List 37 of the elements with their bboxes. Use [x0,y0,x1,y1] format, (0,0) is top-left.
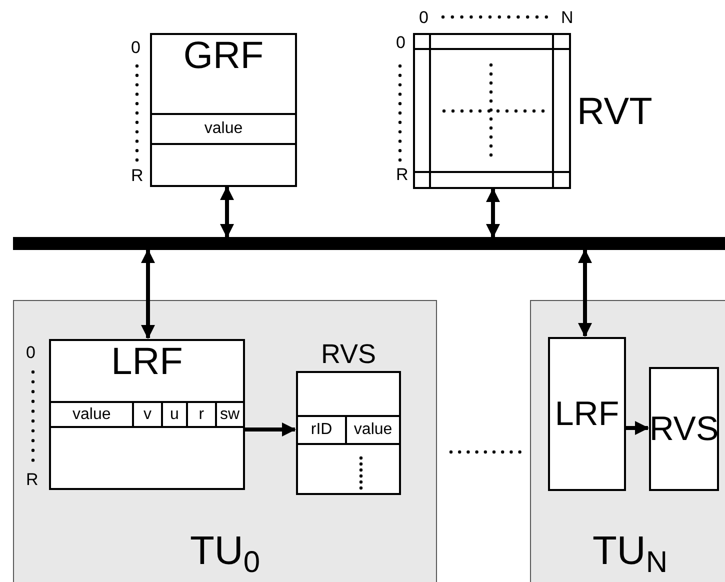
box-title: RVS [649,412,719,446]
arrow [141,249,155,339]
index-label: R [131,166,144,186]
unit-title: TU$_{0}$ [188,528,261,575]
index-label: 0 [396,33,406,53]
arrow [220,186,234,238]
field-label: r [198,406,204,422]
box-title: LRF [554,397,620,431]
box-title: RVT [577,91,652,133]
register-file-box [49,339,245,490]
box-title: RVS [320,339,378,369]
field-label: value [72,406,111,422]
register-file-box [150,33,297,187]
arrow [486,188,500,238]
field-label: sw [220,406,240,422]
field-label: u [170,406,179,422]
arrow [244,422,296,436]
bus-bar [13,237,725,250]
field-label: rID [310,422,332,438]
index-label: 0 [419,8,428,28]
field-label: v [143,406,152,422]
box-title: LRF [110,341,184,383]
unit-panel [13,300,437,582]
unit-title: TU$_{N}$ [592,528,668,575]
box-title: GRF [182,35,265,77]
unit-panel [530,300,725,582]
unit-box [649,367,719,491]
unit-box [548,337,626,491]
arrow [625,421,649,435]
index-label: N [561,8,574,28]
field-label: value [354,422,392,438]
index-label: R [26,470,38,490]
index-label: 0 [131,38,140,58]
arrow [578,249,592,337]
index-label: 0 [26,343,36,363]
field-label: value [204,121,243,137]
index-label: R [396,165,408,185]
